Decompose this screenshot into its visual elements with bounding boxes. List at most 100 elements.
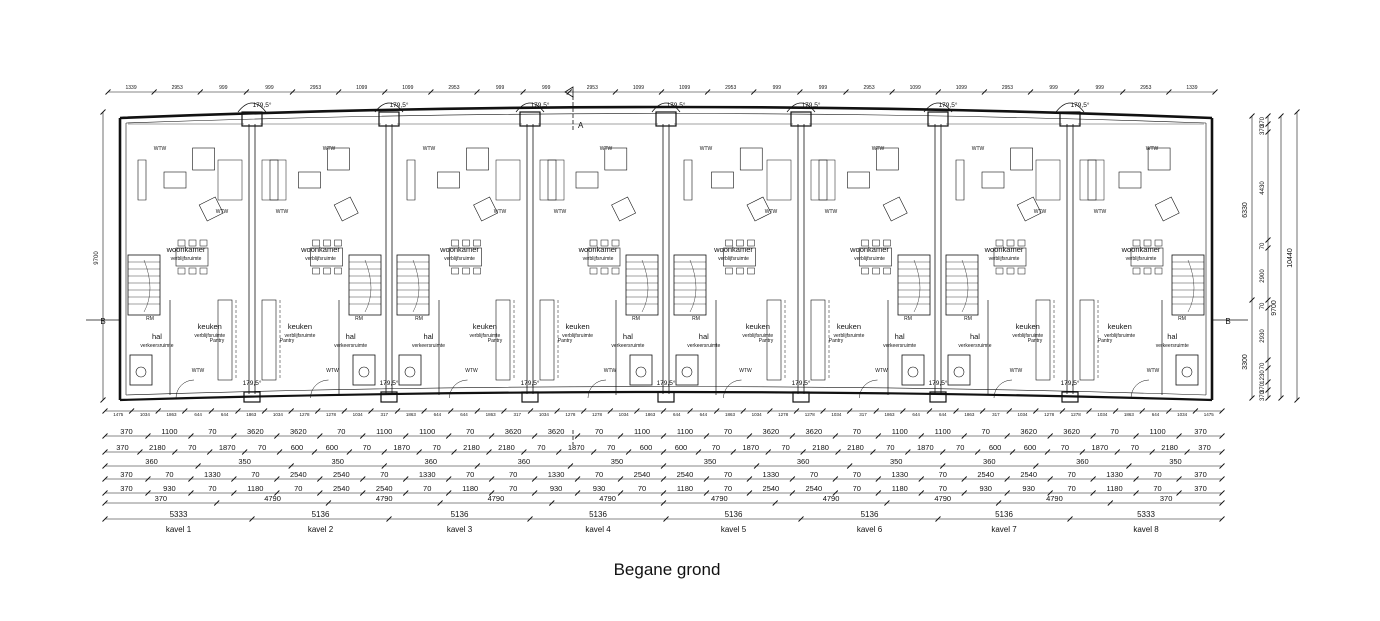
dimension-tick <box>416 449 422 455</box>
wtw-label: WTW <box>1094 209 1107 215</box>
dining-table <box>1130 247 1164 267</box>
bottom-dimension-label: 600 <box>675 443 688 452</box>
room-sublabel-hall: verkeersruimte <box>958 343 991 349</box>
bottom-dimension-label: 644 <box>221 412 229 417</box>
right-dimension-fine-label: 70 <box>1260 242 1266 249</box>
bottom-dimension-label: 1863 <box>166 412 177 417</box>
toilet-room <box>352 354 376 386</box>
top-dimension-label: 999 <box>1096 85 1105 91</box>
dimension-tick <box>617 433 624 439</box>
dimension-tick <box>935 89 942 95</box>
dining-chair <box>589 239 598 247</box>
wtw-label: WTW <box>326 368 339 374</box>
dining-chair <box>1143 267 1152 275</box>
dimension-tick <box>617 476 624 482</box>
sofa <box>683 159 693 201</box>
rm-label: RM <box>692 316 700 322</box>
dimension-tick <box>488 490 495 496</box>
bottom-dimension-label: 644 <box>700 412 708 417</box>
dimension-tick <box>1219 463 1225 469</box>
dimension-tick <box>765 449 772 455</box>
dimension-tick <box>151 89 157 95</box>
staircase <box>625 254 659 316</box>
bottom-dimension-label: 644 <box>912 412 920 417</box>
bottom-dimension-label: 70 <box>1153 484 1161 493</box>
right-dimension-inner-label: 6330 <box>1242 202 1249 218</box>
dimension-tick <box>1249 297 1255 303</box>
dining-chair <box>1017 239 1026 247</box>
bottom-dimension-label: 1100 <box>1149 427 1165 436</box>
bottom-dimension-label: 1100 <box>892 427 908 436</box>
dimension-tick <box>953 408 959 414</box>
dimension-tick <box>918 490 925 496</box>
pantry-label: Pantry <box>829 338 844 344</box>
wtw-label: WTW <box>216 209 229 215</box>
dimension-tick <box>1059 408 1066 414</box>
dimension-tick <box>1133 490 1139 496</box>
bottom-dimension-label: 350 <box>238 457 251 466</box>
dimension-tick <box>316 490 323 496</box>
dimension-tick <box>1265 237 1271 243</box>
dimension-tick <box>474 408 481 414</box>
dimension-tick <box>617 490 624 496</box>
dimension-tick <box>1139 408 1146 414</box>
party-wall-foot <box>521 391 539 403</box>
dimension-tick <box>381 463 388 469</box>
dining-chair <box>462 239 470 247</box>
bottom-dimension-label: 350 <box>611 457 624 466</box>
dimension-tick <box>846 408 853 414</box>
sofa <box>406 159 416 201</box>
dimension-tick <box>261 408 268 414</box>
right-dimension-fine-label: 2900 <box>1260 269 1266 283</box>
rear-door-swing <box>449 379 468 399</box>
dimension-tick <box>935 516 941 522</box>
bottom-dimension-label: 3620 <box>806 427 823 436</box>
dining-chair <box>600 267 609 275</box>
dimension-tick <box>359 490 366 496</box>
dimension-tick <box>137 449 143 455</box>
dimension-tick <box>402 476 409 482</box>
kavel-width-label: 5136 <box>451 510 469 519</box>
kavel-label: kavel 8 <box>1133 525 1159 534</box>
party-wall-foot <box>657 391 675 403</box>
dimension-tick <box>753 463 760 469</box>
top-dimension-label: 1339 <box>1186 85 1197 91</box>
stair-line <box>913 259 921 313</box>
bottom-dimension-label: 70 <box>1061 443 1069 452</box>
room-sublabel-kitchen: verblijfsruimte <box>1012 333 1043 339</box>
dimension-tick <box>102 433 108 439</box>
dimension-tick <box>474 89 480 95</box>
dimension-tick <box>1079 449 1086 455</box>
dimension-tick <box>128 408 135 414</box>
dining-chair <box>725 267 733 275</box>
kavel-width-label: 5333 <box>170 510 188 519</box>
bottom-dimension-label: 70 <box>595 470 603 479</box>
bottom-dimension-label: 2540 <box>634 470 651 479</box>
bottom-dimension-label: 70 <box>188 443 196 452</box>
armchair-rotated <box>746 196 772 222</box>
wtw-label: WTW <box>604 368 617 374</box>
dimension-tick <box>870 449 876 455</box>
rear-door-swing <box>1130 379 1150 399</box>
dimension-tick <box>1047 490 1053 496</box>
dining-table <box>993 247 1027 267</box>
left-dimension-label: 9700 <box>94 251 100 265</box>
dimension-tick <box>381 449 388 455</box>
top-dimension-label: 2953 <box>725 85 736 91</box>
dimension-tick <box>1027 89 1034 95</box>
angle-label: 179,5° <box>380 379 399 387</box>
dimension-tick <box>797 89 803 95</box>
dimension-tick <box>1006 408 1013 414</box>
dimension-tick <box>1044 449 1051 455</box>
dimension-tick <box>368 408 374 414</box>
top-dimension-label: 999 <box>496 85 505 91</box>
toilet-bowl <box>404 366 416 378</box>
bottom-dimension-label: 360 <box>983 457 996 466</box>
bottom-dimension-label: 70 <box>810 470 818 479</box>
dining-chair <box>1006 267 1015 275</box>
dimension-tick <box>531 476 538 482</box>
bottom-dimension-label: 3620 <box>505 427 522 436</box>
dimension-tick <box>102 476 108 482</box>
dining-chair <box>736 267 744 275</box>
bottom-dimension-label: 370 <box>1194 484 1207 493</box>
